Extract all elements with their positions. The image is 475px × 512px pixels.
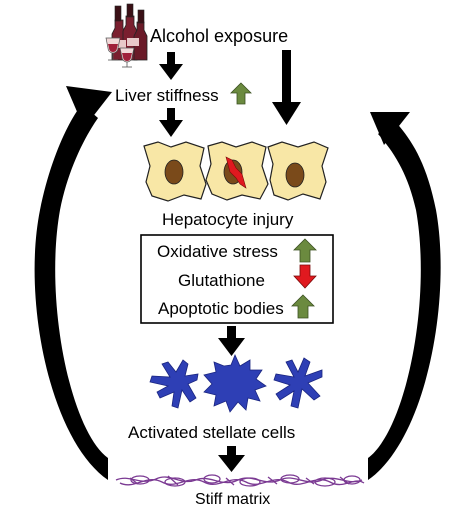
arrow-injury-to-stellate [218,326,245,356]
stiff-matrix-fibers [115,474,365,487]
alcohol-exposure-label: Alcohol exposure [150,26,289,46]
glutathione-down-arrow [293,264,317,289]
stellate-cell [203,353,267,413]
feedback-arrow-left [34,86,112,480]
apoptotic-bodies-label: Apoptotic bodies [158,299,284,318]
arrow-stellate-to-matrix [218,446,245,472]
arrow-stiffness-to-hepatocyte [159,108,183,137]
arrow-alcohol-to-hepatocyte [272,50,301,125]
hepatocyte-cell-injured [205,141,269,201]
activated-stellate-cells-label: Activated stellate cells [128,423,296,442]
arrow-alcohol-to-stiffness [159,52,183,80]
stellate-cell [273,357,323,409]
liver-stiffness-up-arrow [230,82,252,105]
liver-stiffness-label: Liver stiffness [115,86,219,105]
wine-bottles-icon [105,3,148,68]
stiff-matrix-label: Stiff matrix [195,491,271,508]
oxidative-stress-up-arrow [293,238,317,263]
oxidative-stress-label: Oxidative stress [157,242,278,261]
apoptotic-bodies-up-arrow [291,294,315,319]
hepatocyte-injury-label: Hepatocyte injury [162,210,294,229]
glutathione-label: Glutathione [178,271,265,290]
feedback-arrow-right [368,112,441,480]
indicator-box [140,234,334,324]
hepatocyte-cell [143,141,207,202]
hepatocyte-cell [267,141,329,201]
stellate-cell [149,359,199,409]
